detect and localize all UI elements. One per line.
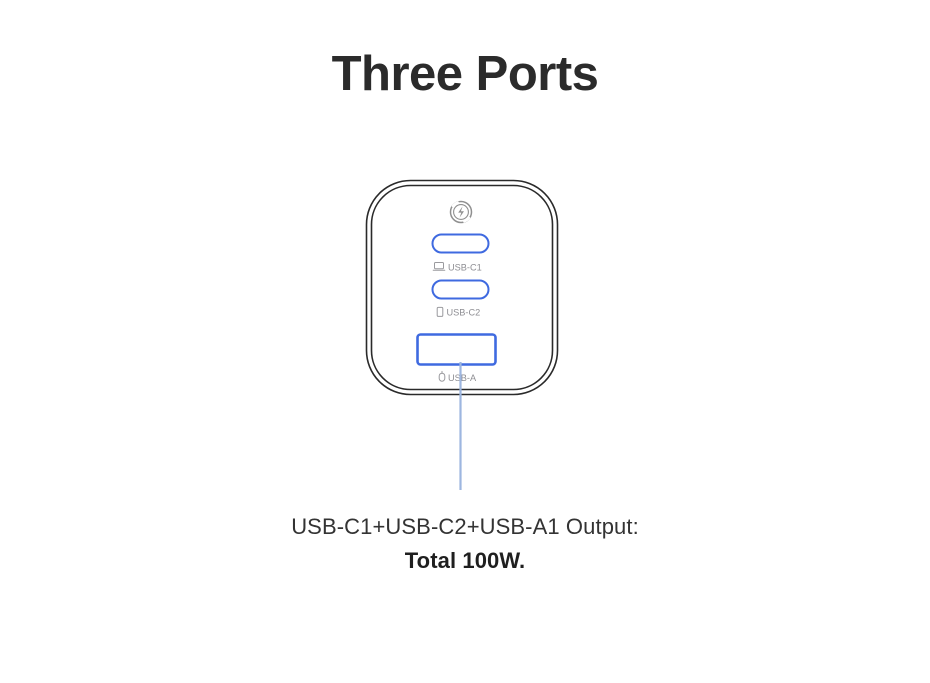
output-caption-line-2: Total 100W. xyxy=(404,548,526,573)
port-usb-c2[interactable] xyxy=(431,279,490,300)
mouse-icon xyxy=(438,370,446,382)
page-title: Three Ports xyxy=(331,47,599,101)
port-usb-a-label: USB-A xyxy=(448,373,477,383)
port-usb-c2-label: USB-C2 xyxy=(447,308,481,318)
port-usb-c1-label: USB-C1 xyxy=(448,263,482,273)
laptop-icon xyxy=(432,262,446,271)
charger-body-inner-outline xyxy=(370,184,554,391)
port-usb-c1[interactable] xyxy=(431,233,490,254)
phone-icon xyxy=(436,306,444,317)
port-usb-c2-label-row: USB-C2 xyxy=(436,306,481,318)
port-usb-c1-label-row: USB-C1 xyxy=(432,262,482,273)
output-caption-line-1: USB-C1+USB-C2+USB-A1 Output: xyxy=(291,514,639,539)
port-usb-a-label-row: USB-A xyxy=(438,370,477,383)
power-bolt-circle-icon xyxy=(449,200,473,224)
charger-body-outer-outline xyxy=(365,179,559,396)
charger-diagram-svg: USB-C1 USB-C2 USB-A xyxy=(365,179,559,490)
output-caption: USB-C1+USB-C2+USB-A1 Output: Total 100W. xyxy=(0,512,930,576)
charger-illustration: USB-C1 USB-C2 USB-A xyxy=(360,172,570,502)
port-usb-a[interactable] xyxy=(416,333,497,366)
